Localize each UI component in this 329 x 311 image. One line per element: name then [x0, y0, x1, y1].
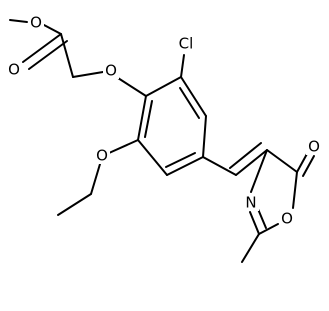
bond-c3-c4: [202, 115, 207, 158]
bond-c6-o-ethoxy: [108, 139, 139, 154]
atom-label-o: O: [281, 210, 293, 228]
atom-o-ring: O: [279, 209, 295, 228]
bond-c-ester-ch2: [60, 33, 74, 78]
atom-label-n: N: [245, 194, 256, 212]
atom-o-ethoxy: O: [94, 146, 110, 165]
atom-label-o: O: [105, 62, 117, 80]
bond-c2ring-n-b: [257, 208, 267, 229]
atom-o-lactone-carbonyl: O: [306, 137, 322, 156]
bond-o-aryl-c1: [117, 77, 147, 97]
bond-c4-c5: [166, 156, 204, 176]
bond-o-ring-c2ring: [258, 223, 279, 235]
bond-ch2-o-aryl: [72, 71, 104, 78]
atom-cl: Cl: [174, 34, 198, 53]
bond-c5-c6: [137, 139, 168, 176]
bond-c5ring-o-ring: [292, 171, 298, 209]
bond-c2-c3-inner: [179, 87, 200, 119]
atom-o-methoxy: O: [28, 13, 44, 32]
bond-ch-c4ring-a: [235, 149, 268, 176]
atom-labels: O O O Cl O O N O: [6, 13, 322, 228]
atom-label-o: O: [8, 61, 20, 79]
atom-n-ring: N: [243, 193, 259, 212]
bond-methyl-o-methoxy: [9, 19, 28, 23]
bond-ch-c4ring-b: [229, 142, 262, 169]
bond-c5ring-o-carbonyl-b: [302, 155, 315, 177]
atom-o-aryl-ether: O: [103, 61, 119, 80]
bond-o-methoxy-c-ester: [43, 24, 62, 35]
bond-n-c4ring: [250, 149, 268, 193]
atom-label-o: O: [308, 138, 320, 156]
bond-c-ester-o-carbonyl-b: [28, 40, 68, 70]
bond-c2ring-n: [249, 211, 260, 235]
bond-c6-c1: [137, 95, 147, 141]
bond-c6-c1-inner: [144, 100, 153, 138]
bond-o-ethoxy-ch2: [90, 163, 101, 195]
bonds: [9, 19, 315, 263]
bond-c4-c5-inner: [165, 152, 196, 168]
bond-c2-cl: [180, 54, 185, 78]
atom-label-cl: Cl: [179, 35, 194, 53]
bond-c-ester-o-carbonyl-a: [22, 33, 62, 63]
bond-c4ring-c5ring: [266, 149, 298, 173]
bond-c1-c2: [145, 76, 182, 97]
bond-c2ring-methyl: [241, 233, 260, 263]
bond-c2-c3: [180, 76, 207, 117]
atom-o-carbonyl-ester: O: [6, 60, 22, 79]
atom-label-o: O: [30, 14, 42, 32]
atom-label-o: O: [96, 147, 108, 165]
bond-c4-ch: [202, 156, 237, 176]
bond-ch2-ch3: [57, 193, 92, 216]
bond-c5ring-o-carbonyl: [296, 151, 309, 173]
